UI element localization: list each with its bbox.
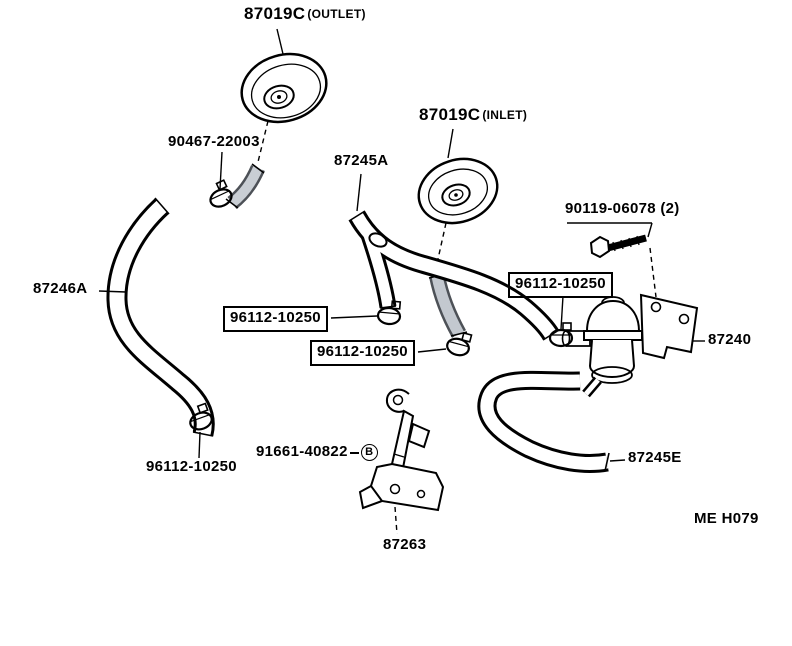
hose-87245a-drawing xyxy=(348,210,560,341)
label-clamp-c: 96112-10250 xyxy=(508,272,613,298)
cap-outlet-note: (OUTLET) xyxy=(307,6,366,21)
bolt-drawing xyxy=(589,234,647,259)
label-clamp-a: 96112-10250 xyxy=(223,306,328,332)
label-bolt: 90119-06078 (2) xyxy=(565,200,680,217)
label-clamp-d: 96112-10250 xyxy=(146,458,237,475)
label-hose-87245e: 87245E xyxy=(628,449,682,466)
label-clamp-upper: 90467-22003 xyxy=(168,133,260,150)
cap-inlet-note: (INLET) xyxy=(482,107,528,122)
part-number-cap-outlet: 87019C xyxy=(244,4,306,23)
clip-badge: B xyxy=(360,444,378,461)
drawing-code: ME H079 xyxy=(694,510,759,527)
label-hose-87246a: 87246A xyxy=(33,280,88,297)
clip-leader-dash xyxy=(349,451,359,454)
leader-lines xyxy=(98,28,705,462)
label-cap-outlet: 87019C (OUTLET) xyxy=(244,4,366,24)
hose-87246a-drawing xyxy=(106,197,215,437)
clip-part-number: 91661-40822 xyxy=(256,443,348,461)
water-valve-drawing xyxy=(561,293,699,398)
outlet-cap-drawing xyxy=(240,52,328,124)
label-bracket: 87263 xyxy=(383,536,427,553)
inlet-cap-drawing xyxy=(417,157,499,225)
label-valve: 87240 xyxy=(708,331,752,348)
label-clip: 91661-40822 B xyxy=(256,444,378,461)
bracket-87263-drawing xyxy=(358,388,445,512)
label-cap-inlet: 87019C (INLET) xyxy=(419,105,528,125)
outlet-pipe-stub-drawing xyxy=(225,163,265,209)
hose-87245e-drawing xyxy=(477,370,610,473)
dashed-assembly-lines xyxy=(257,120,657,535)
clamp-icon xyxy=(203,178,236,211)
label-clamp-b: 96112-10250 xyxy=(310,340,415,366)
label-hose-87245a: 87245A xyxy=(334,152,389,169)
part-number-cap-inlet: 87019C xyxy=(419,105,481,124)
